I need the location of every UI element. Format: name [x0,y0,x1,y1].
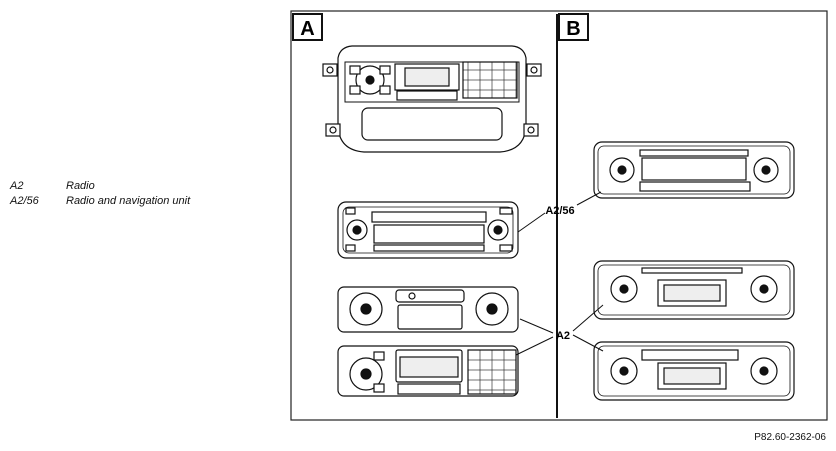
radio-variant-b1 [593,260,795,320]
callout-a2: A2 [556,330,570,342]
legend-code: A2/56 [10,195,39,207]
legend: A2 Radio A2/56 Radio and navigation unit [10,179,190,209]
panel-label-a-text: A [300,18,314,40]
panel-label-b-text: B [566,18,580,40]
legend-description: Radio and navigation unit [66,195,191,207]
panel-label-b: B [558,13,589,41]
legend-description: Radio [66,180,95,192]
legend-code: A2 [10,180,24,192]
dashboard-radio-housing [322,45,542,153]
legend-row-a2: A2 Radio [10,179,190,194]
radio-variant-b2 [593,341,795,401]
radio-variant-a2 [337,345,519,397]
callout-a2-56: A2/56 [545,205,574,217]
callout-leaders [515,191,604,356]
panel-label-a: A [292,13,323,41]
navigation-unit-b [593,141,795,199]
legend-row-a2-56: A2/56 Radio and navigation unit [10,194,190,209]
figure-reference: P82.60-2362-06 [754,432,826,443]
navigation-unit-a [337,201,519,259]
radio-variant-a1 [337,286,519,333]
